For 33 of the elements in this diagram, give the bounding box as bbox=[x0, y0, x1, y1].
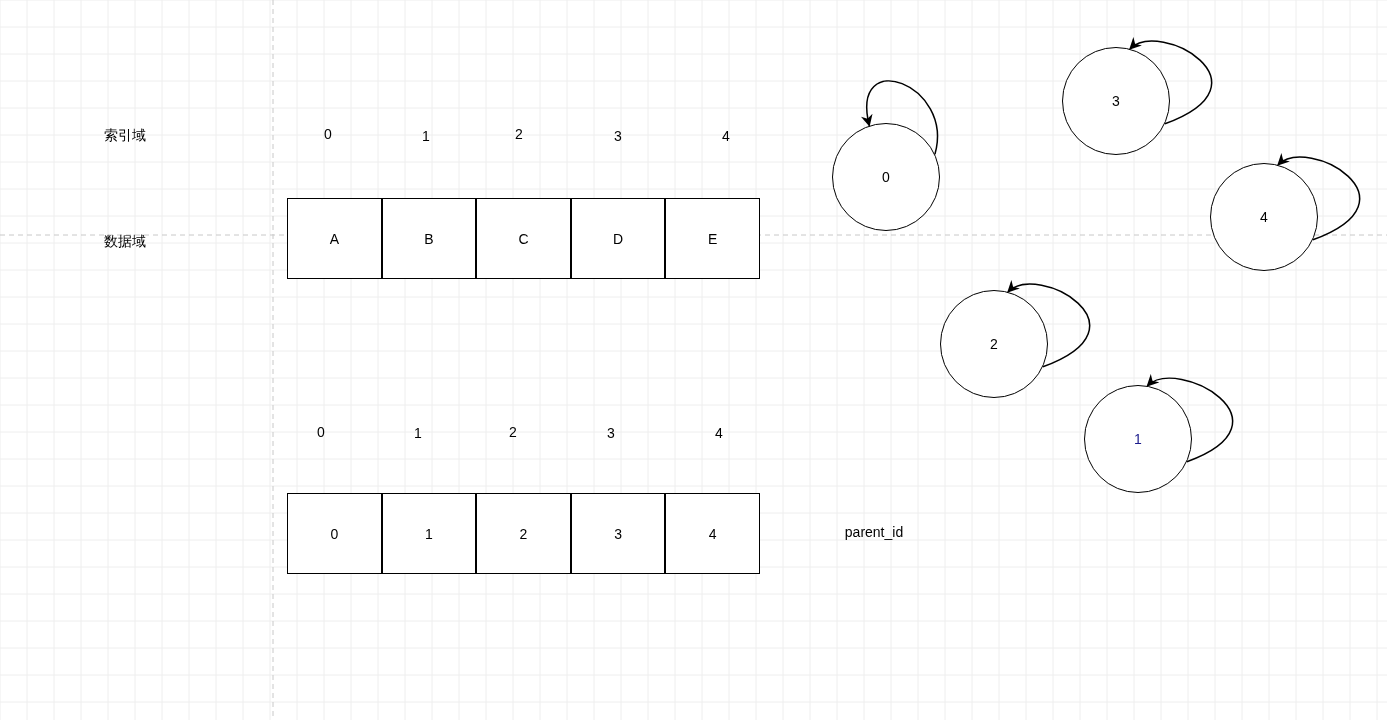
index-number: 3 bbox=[614, 128, 622, 144]
index-number: 2 bbox=[509, 424, 517, 440]
index-number: 0 bbox=[317, 424, 325, 440]
array-cell: C bbox=[476, 198, 571, 279]
index-number: 3 bbox=[607, 425, 615, 441]
index-number: 2 bbox=[515, 126, 523, 142]
array-cell: D bbox=[570, 198, 666, 279]
node-circle: 1 bbox=[1084, 385, 1192, 493]
index-number: 1 bbox=[422, 128, 430, 144]
index-number: 1 bbox=[414, 425, 422, 441]
array-cell: 1 bbox=[381, 493, 477, 574]
node-circle: 4 bbox=[1210, 163, 1318, 271]
node-circle: 2 bbox=[940, 290, 1048, 398]
array-cell: 4 bbox=[665, 493, 760, 574]
self-loop-arrow bbox=[861, 80, 939, 155]
self-loop-arrow bbox=[1128, 38, 1213, 125]
row-label: 索引域 bbox=[104, 127, 146, 145]
index-number: 0 bbox=[324, 126, 332, 142]
array-cell: 3 bbox=[570, 493, 666, 574]
row-label: 数据域 bbox=[104, 233, 146, 251]
array-cell: B bbox=[381, 198, 477, 279]
self-loop-arrow bbox=[1276, 154, 1361, 241]
index-number: 4 bbox=[715, 425, 723, 441]
array-label: parent_id bbox=[844, 524, 904, 540]
node-circle: 0 bbox=[832, 123, 940, 231]
index-number: 4 bbox=[722, 128, 730, 144]
array-cell: 2 bbox=[476, 493, 571, 574]
node-circle: 3 bbox=[1062, 47, 1170, 155]
array-cell: E bbox=[665, 198, 760, 279]
self-loop-arrow bbox=[1006, 281, 1091, 368]
array-cell: A bbox=[287, 198, 382, 279]
array-cell: 0 bbox=[287, 493, 382, 574]
self-loop-arrow bbox=[1146, 375, 1233, 463]
